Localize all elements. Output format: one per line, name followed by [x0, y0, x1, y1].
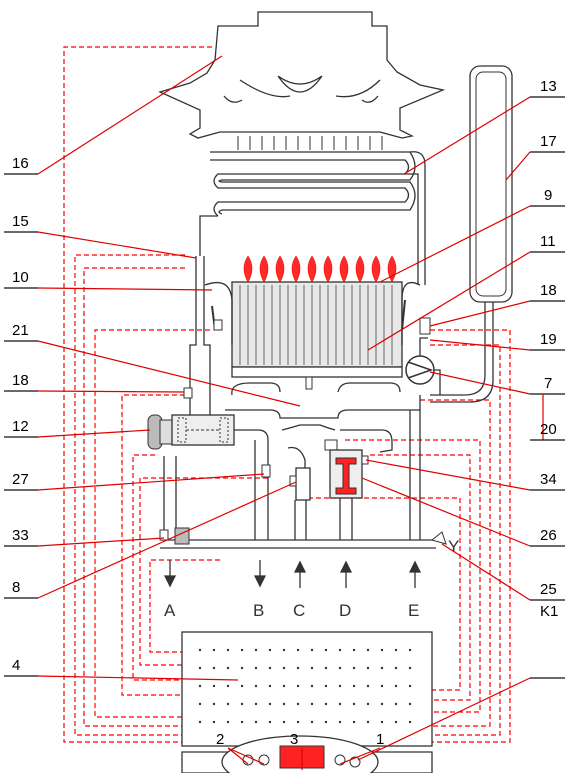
label-18-left: 18 — [12, 372, 29, 389]
label-27: 27 — [12, 471, 29, 488]
connection-b-label: B — [253, 601, 264, 620]
connection-c-label: C — [293, 601, 305, 620]
label-7: 7 — [544, 375, 552, 392]
label-13: 13 — [540, 78, 557, 95]
callout-leaders — [4, 55, 565, 770]
circulation-pump — [405, 317, 441, 395]
control-box — [181, 631, 433, 747]
flue-hood — [158, 11, 446, 139]
gas-valve — [324, 439, 369, 499]
connection-a-label: A — [164, 601, 176, 620]
label-20: 20 — [540, 421, 557, 438]
label-11: 11 — [540, 233, 556, 250]
label-18-right: 18 — [540, 282, 557, 299]
label-21: 21 — [12, 322, 29, 339]
pipework — [160, 256, 436, 549]
burner-assembly — [204, 281, 421, 390]
label-2: 2 — [216, 731, 224, 748]
connection-arrows — [163, 560, 422, 588]
heat-exchanger-fins — [237, 136, 383, 150]
label-34: 34 — [540, 471, 557, 488]
label-15: 15 — [12, 213, 29, 230]
label-k1: K1 — [540, 603, 558, 620]
label-25: 25 — [540, 581, 557, 598]
primary-heat-exchanger — [199, 151, 426, 285]
label-17: 17 — [540, 133, 557, 150]
label-19: 19 — [540, 331, 557, 348]
control-panel — [181, 735, 433, 773]
label-1: 1 — [376, 731, 384, 748]
label-10: 10 — [12, 269, 29, 286]
label-16: 16 — [12, 155, 29, 172]
symbol-y-label: Y — [448, 537, 459, 556]
diverter-valve — [147, 414, 235, 450]
burner-flames — [243, 255, 397, 283]
connection-e-label: E — [408, 601, 419, 620]
connection-d-label: D — [339, 601, 351, 620]
label-3: 3 — [290, 731, 298, 748]
label-8: 8 — [12, 579, 20, 596]
expansion-vessel — [430, 65, 513, 403]
label-12: 12 — [12, 418, 29, 435]
wiring — [63, 46, 511, 743]
label-26: 26 — [540, 527, 557, 544]
label-9: 9 — [544, 187, 552, 204]
label-33: 33 — [12, 527, 29, 544]
label-4: 4 — [12, 657, 20, 674]
